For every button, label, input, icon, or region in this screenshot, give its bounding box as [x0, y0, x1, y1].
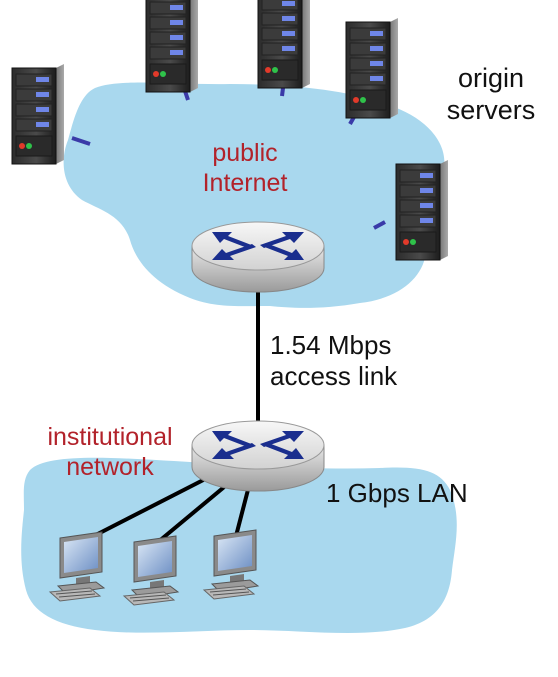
access-link-line2: access link — [270, 361, 398, 392]
public-internet-line1: public — [212, 139, 278, 167]
origin-servers-line1: origin — [457, 63, 525, 93]
internet-router[interactable] — [191, 221, 325, 293]
origin-servers-line2: servers — [446, 95, 536, 126]
origin-server-1[interactable] — [11, 63, 65, 165]
access-link-label: 1.54 Mbps access link — [270, 330, 397, 392]
origin-server-2[interactable] — [145, 0, 199, 93]
access-link-line1: 1.54 Mbps — [270, 330, 392, 360]
public-internet-line2: Internet — [202, 169, 288, 197]
public-internet-cloud — [63, 82, 445, 308]
origin-servers-label: origin servers — [426, 62, 556, 127]
public-internet-label: public Internet — [180, 138, 310, 198]
institutional-line1: institutional — [47, 423, 173, 451]
institutional-network-label: institutional network — [20, 422, 200, 482]
institutional-line2: network — [66, 453, 154, 481]
origin-server-3[interactable] — [257, 0, 311, 89]
institutional-router[interactable] — [191, 420, 325, 492]
origin-server-4[interactable] — [345, 17, 399, 119]
lan-label: 1 Gbps LAN — [326, 478, 468, 508]
origin-server-5[interactable] — [395, 159, 449, 261]
